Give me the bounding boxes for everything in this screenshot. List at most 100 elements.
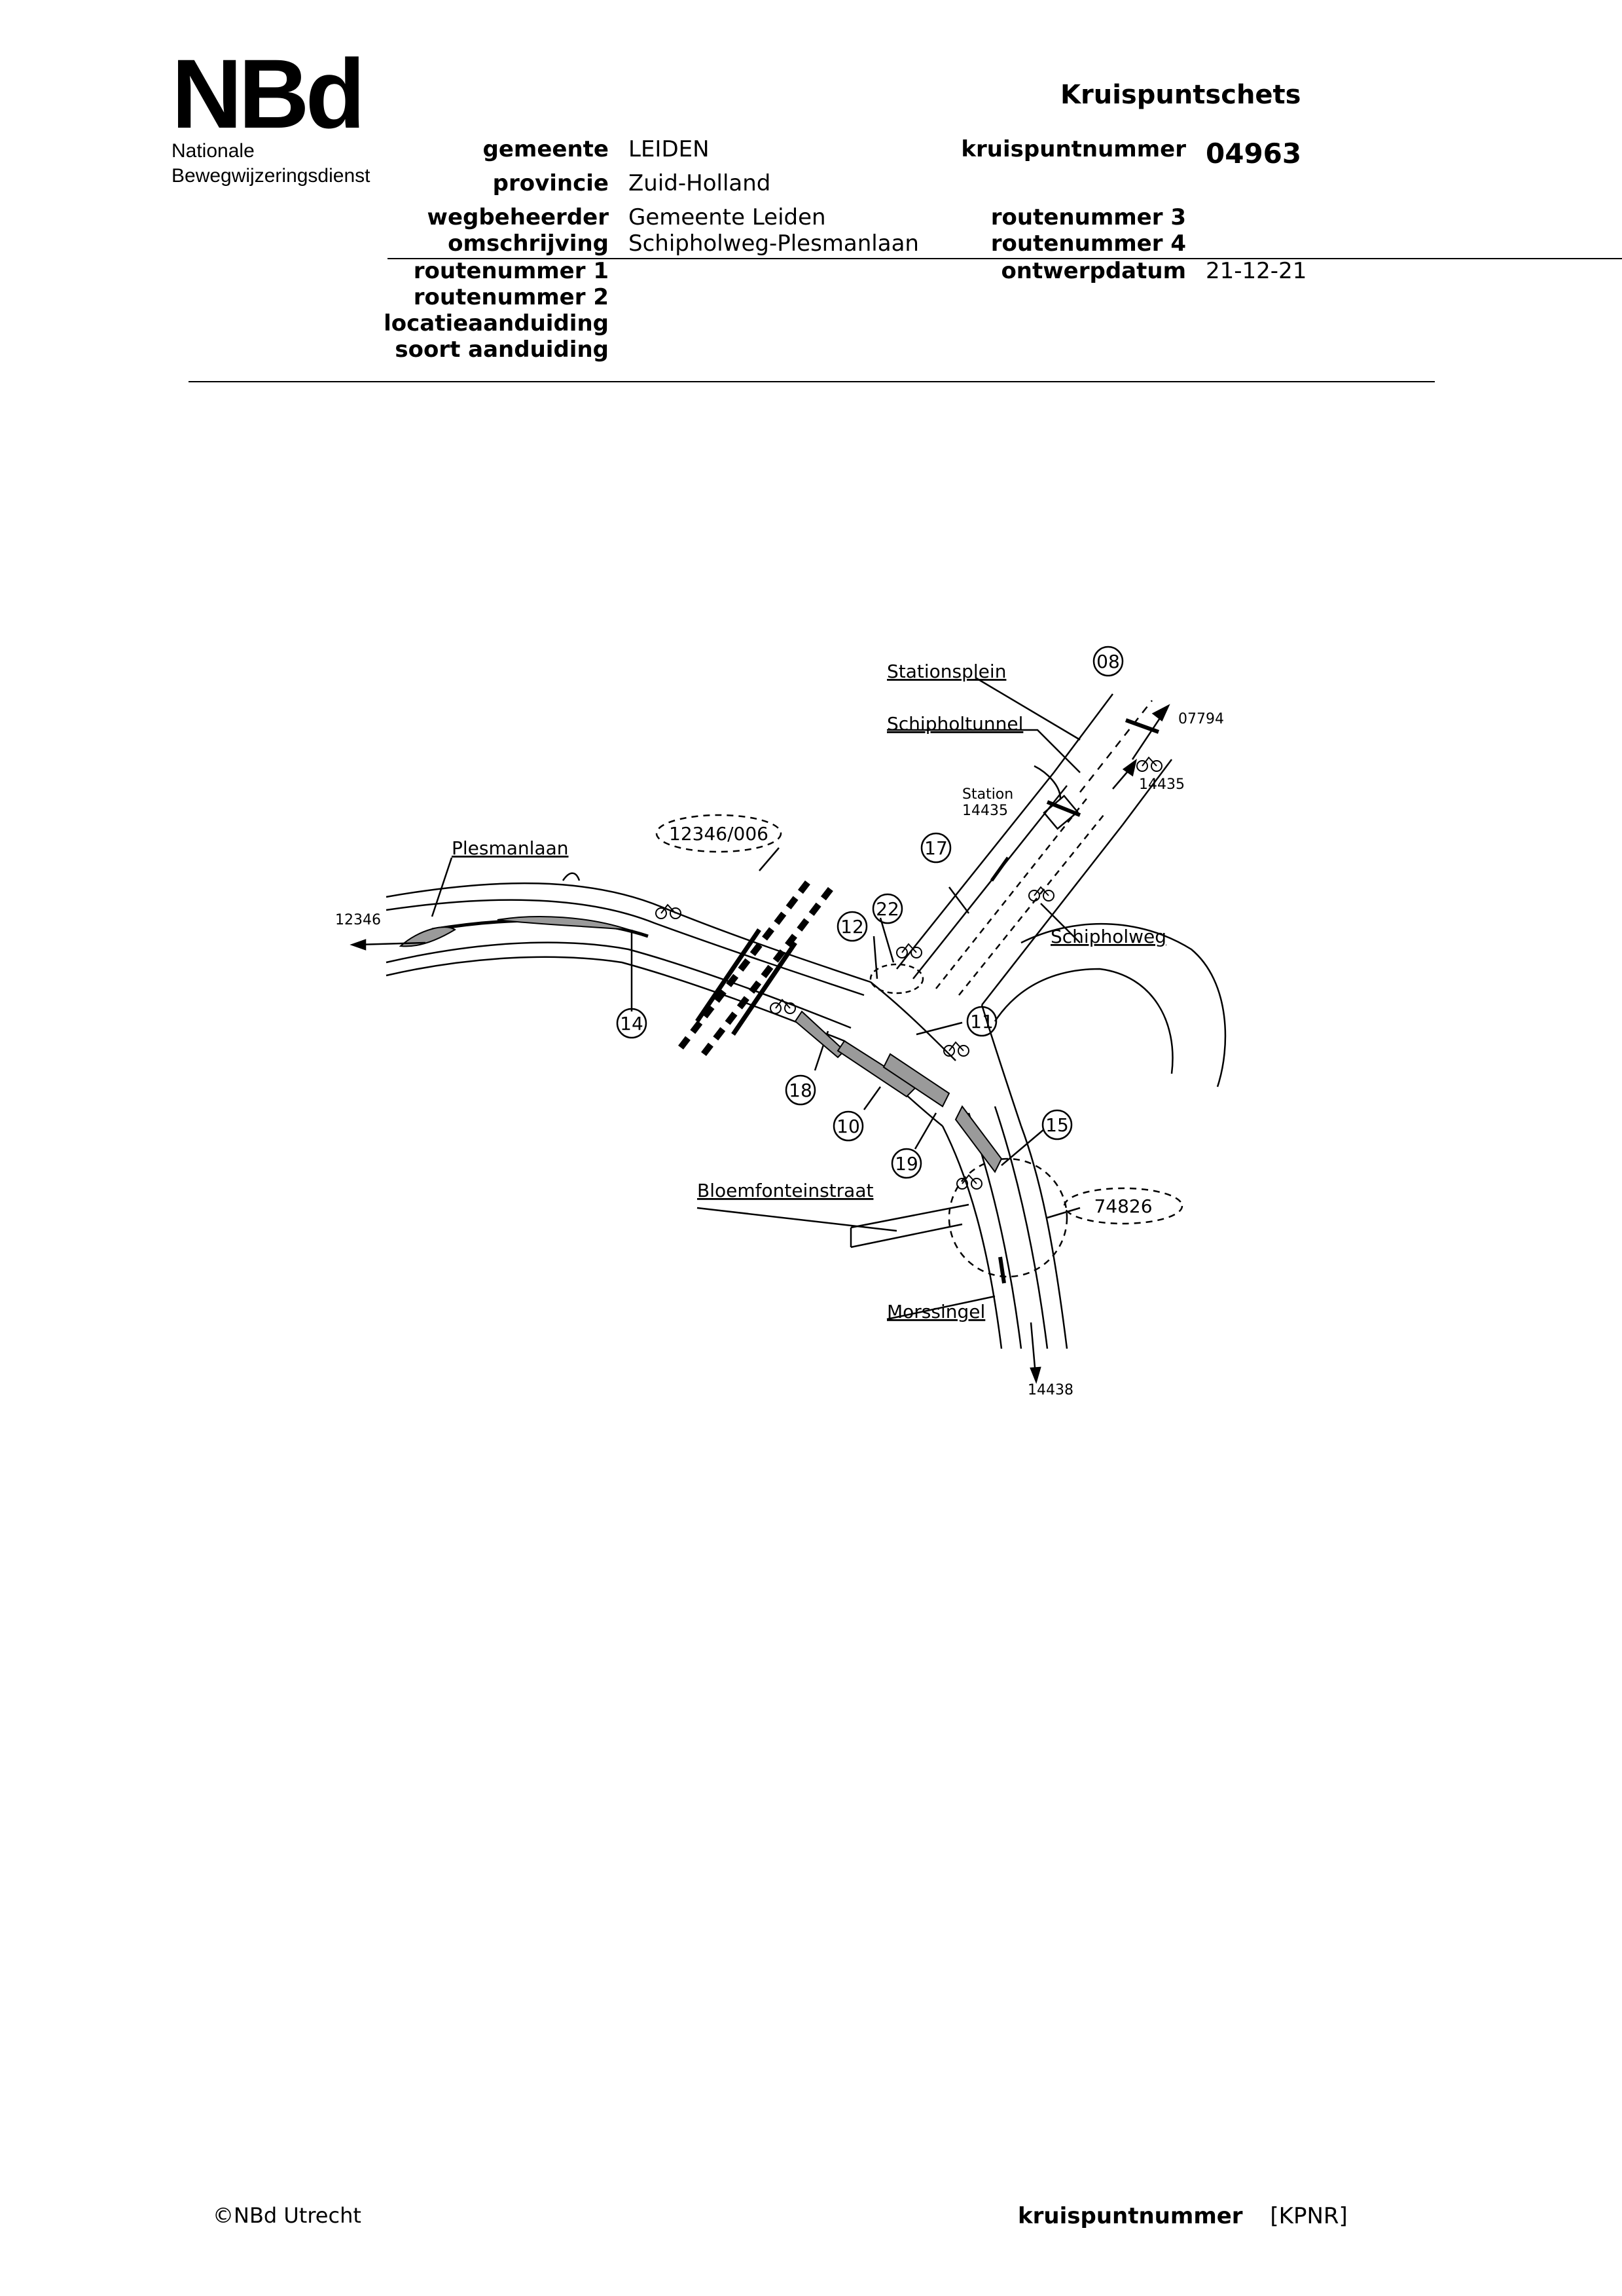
circle-label-14: 14: [620, 1013, 643, 1034]
plesmanlaan-edge-north: [386, 882, 871, 983]
railway-barrier-2: [731, 941, 797, 1036]
leader-10: [863, 1086, 882, 1110]
street-label-schipholweg: Schipholweg: [1051, 926, 1166, 947]
circle-label-10: 10: [837, 1116, 860, 1137]
schipholtunnel-edge-west: [1053, 693, 1113, 773]
wegbeheerder-label: wegbeheerder: [427, 204, 609, 230]
omschrijving-value: Schipholweg-Plesmanlaan: [628, 230, 919, 257]
junction-ellipse-small: [869, 963, 924, 994]
street-label-bloemfonteinstraat: Bloemfonteinstraat: [697, 1180, 873, 1201]
station-label-line1: Station: [962, 786, 1013, 803]
bicycle-icon: [655, 903, 681, 919]
roundabout-outer: [1020, 922, 1227, 1087]
header-divider-upper: [387, 258, 1622, 259]
footer-kpnr-value: [KPNR]: [1270, 2203, 1348, 2229]
bicycle-icon: [1136, 756, 1162, 772]
arrow-14438-head: [1030, 1366, 1041, 1384]
island-plesmanlaan-west: [399, 926, 456, 947]
street-label-stationsplein: Stationsplein: [887, 661, 1006, 682]
railway-track-1: [678, 875, 814, 1050]
junction-edge-3: [981, 1004, 1022, 1127]
leader-stationsplein: [975, 676, 1081, 741]
station-curb: [1034, 765, 1062, 799]
leader-schipholtunnel: [887, 729, 1081, 773]
provincie-value: Zuid-Holland: [628, 170, 771, 196]
circle-12: [837, 911, 868, 942]
ontwerpdatum-label: ontwerpdatum: [1001, 258, 1186, 284]
leader-15: [1001, 1129, 1045, 1166]
circle-18: [785, 1074, 816, 1106]
plesmanlaan-lane-1: [386, 899, 865, 996]
ref-label-14435: 14435: [1139, 776, 1185, 793]
gemeente-label: gemeente: [482, 136, 609, 162]
railway-barrier-1: [695, 928, 761, 1023]
leader-17: [948, 886, 969, 914]
circle-label-15: 15: [1045, 1114, 1069, 1136]
schipholtunnel-center: [1079, 700, 1153, 793]
street-label-schipholtunnel: Schipholtunnel: [887, 713, 1023, 735]
arrow-07794-head: [1151, 704, 1170, 721]
org-name: Nationale Bewegwijzeringsdienst: [171, 139, 370, 189]
footer-copyright: ©NBd Utrecht: [213, 2203, 361, 2228]
ontwerpdatum-value: 21-12-21: [1206, 258, 1307, 284]
leader-morssingel: [886, 1295, 996, 1321]
routenummer4-label: routenummer 4: [990, 230, 1186, 257]
omschrijving-label: omschrijving: [448, 230, 609, 257]
leader-bloemfonteinstraat: [696, 1207, 897, 1232]
tunnel-marker-1: [1125, 718, 1160, 734]
org-name-line1: Nationale: [171, 140, 255, 162]
circle-08: [1092, 646, 1124, 677]
roundabout-inner: [994, 968, 1174, 1074]
circle-label-08: 08: [1096, 651, 1120, 672]
circle-label-11: 11: [970, 1011, 994, 1032]
circle-11: [966, 1006, 998, 1037]
ref-ellipse-12346-006: [655, 814, 782, 853]
bicycle-icon: [896, 943, 922, 958]
leader-22: [879, 917, 895, 963]
arrow-14435-head: [1122, 759, 1137, 777]
routenummer1-label: routenummer 1: [413, 258, 609, 284]
locatieaanduiding-label: locatieaanduiding: [384, 310, 609, 337]
railway-track-2: [701, 881, 837, 1057]
leader-12346-006: [759, 847, 780, 871]
morssingel-marker: [998, 1256, 1006, 1284]
ref-label-07794: 07794: [1178, 711, 1224, 727]
island-south-1: [794, 1010, 846, 1059]
bicycle-icon: [1028, 886, 1054, 902]
tunnel-marker-2: [1046, 800, 1081, 817]
schipholweg-marker: [990, 856, 1010, 882]
ref-ellipse-label-74826: 74826: [1094, 1195, 1152, 1217]
street-label-morssingel: Morssingel: [887, 1301, 985, 1322]
bloemfonteinstraat-edge-south: [850, 1223, 963, 1248]
schipholweg-lane-3: [958, 811, 1107, 996]
provincie-label: provincie: [492, 170, 609, 196]
kruispuntnummer-label: kruispuntnummer: [961, 136, 1186, 162]
schipholweg-lane-1: [912, 785, 1068, 979]
arrow-14438-shaft: [1030, 1322, 1037, 1376]
leader-11: [916, 1021, 963, 1036]
arrow-12346-head: [350, 939, 367, 951]
circle-15: [1041, 1109, 1073, 1140]
gemeente-value: LEIDEN: [628, 136, 710, 162]
bloemfonteinstraat-edge-north: [850, 1203, 969, 1229]
wegbeheerder-value: Gemeente Leiden: [628, 204, 826, 230]
bicycle-icon: [956, 1174, 982, 1190]
arrow-12346-shaft: [356, 941, 426, 946]
leader-74826: [1047, 1207, 1081, 1219]
leader-schipholweg: [1040, 903, 1081, 943]
circle-17: [920, 832, 952, 864]
island-plesmanlaan-median: [497, 916, 629, 930]
street-label-plesmanlaan: Plesmanlaan: [452, 837, 569, 859]
plesmanlaan-edge-south: [386, 956, 845, 1042]
soort-aanduiding-label: soort aanduiding: [395, 337, 609, 363]
org-name-line2: Bewegwijzeringsdienst: [171, 165, 370, 187]
island-south-4: [954, 1105, 1003, 1173]
circle-19: [891, 1148, 922, 1179]
junction-edge-1: [870, 981, 956, 1061]
routenummer3-label: routenummer 3: [990, 204, 1186, 230]
circle-label-19: 19: [895, 1153, 918, 1175]
station-label-line2: 14435: [962, 803, 1008, 819]
schipholweg-edge-west: [896, 772, 1054, 970]
kruispuntnummer-value: 04963: [1206, 137, 1302, 170]
leader-plesmanlaan: [431, 857, 453, 917]
